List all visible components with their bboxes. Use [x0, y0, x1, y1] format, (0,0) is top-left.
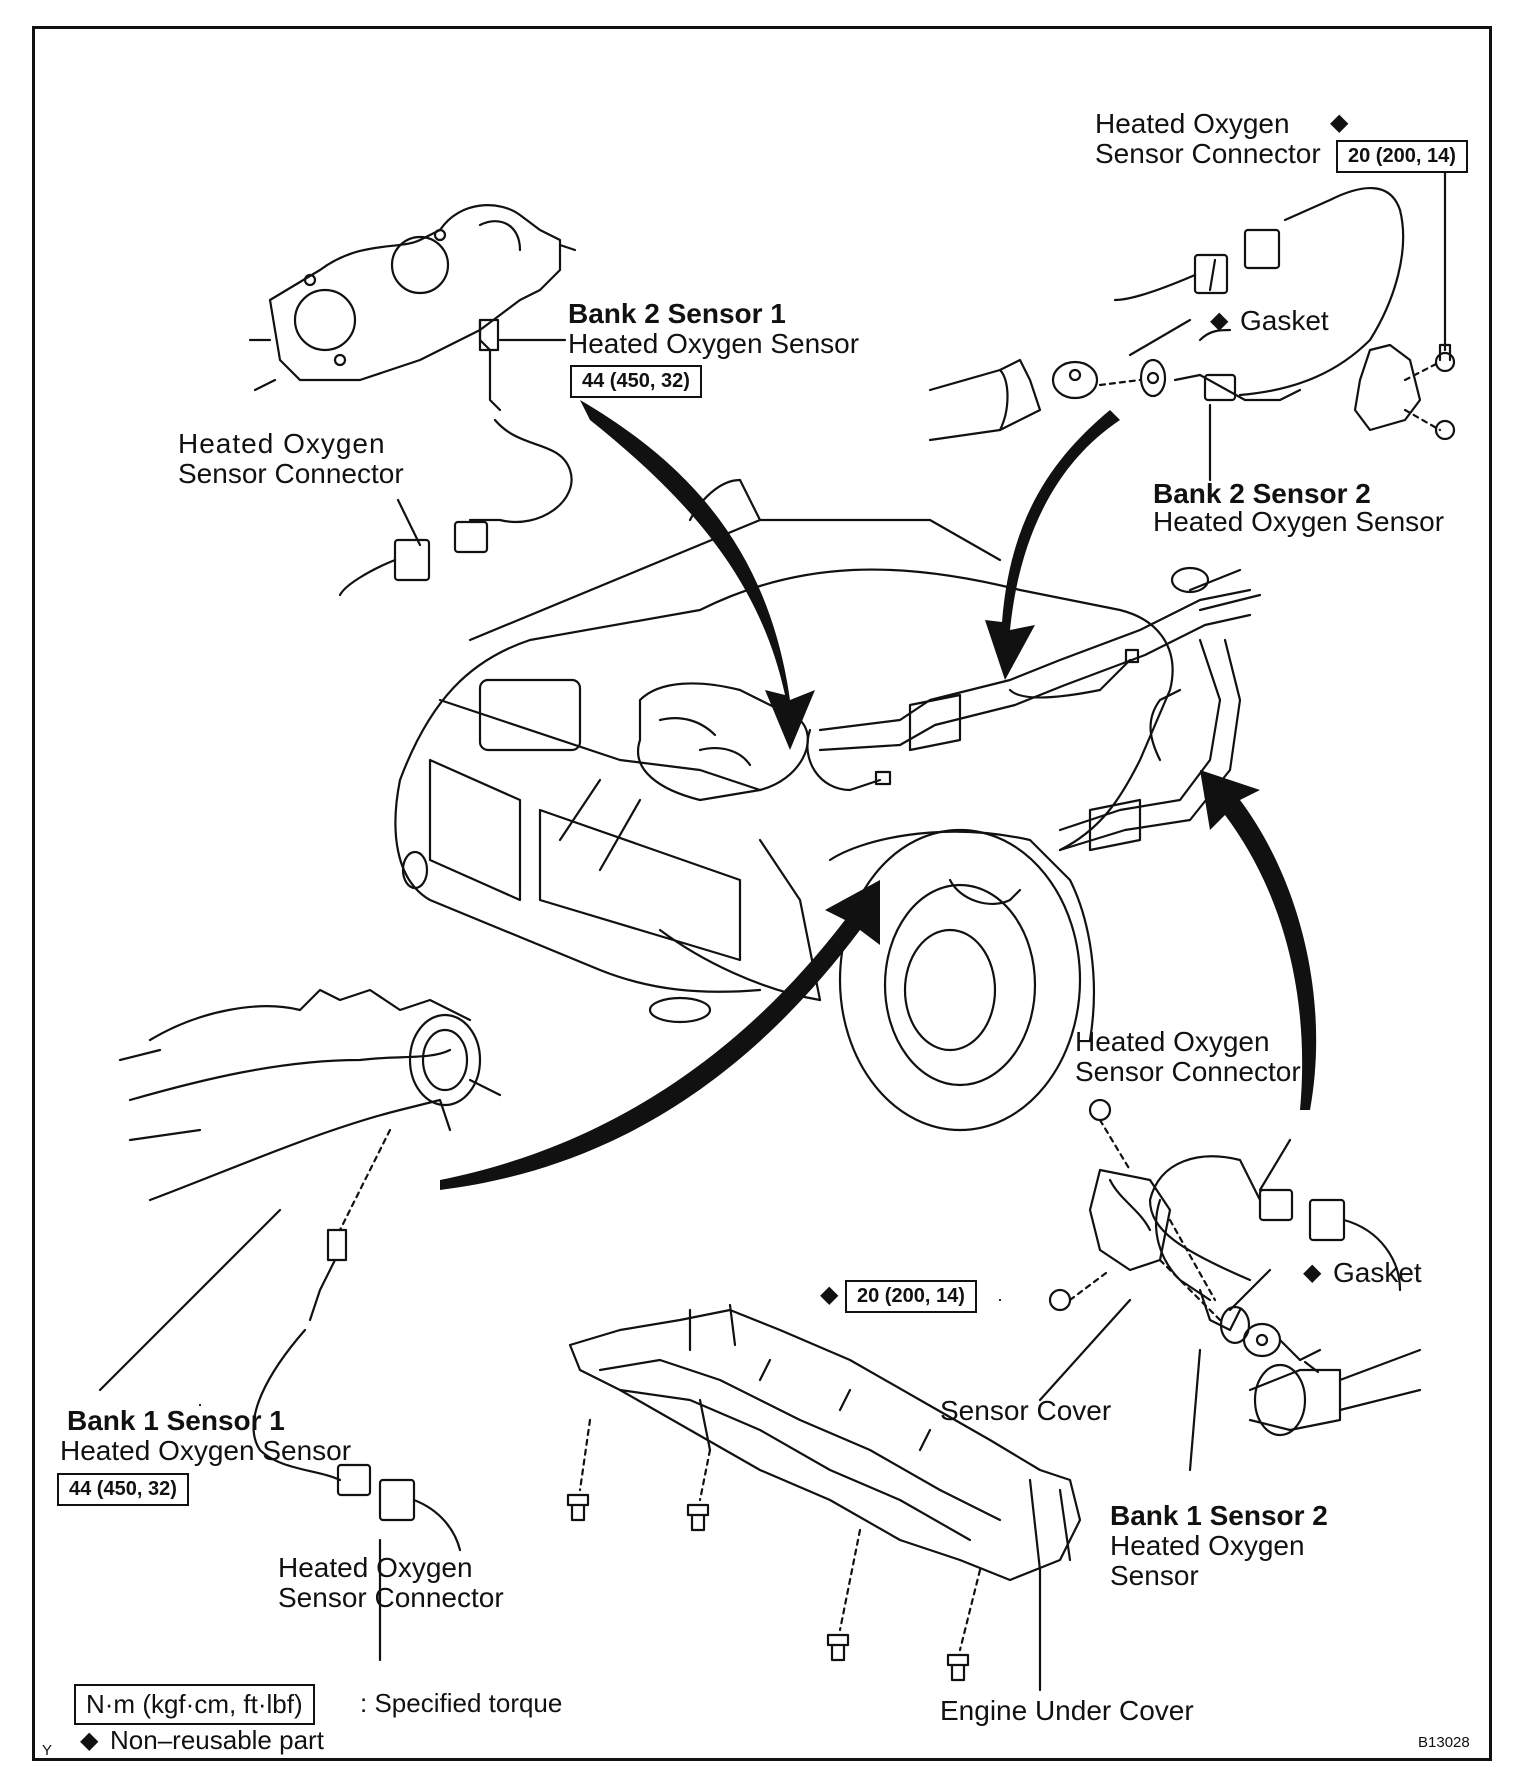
figure-id: B13028 — [1418, 1734, 1470, 1751]
mid-right-connector-line1: Heated Oxygen — [1075, 1026, 1270, 1057]
bottom-torque: 20 (200, 14) — [845, 1280, 977, 1313]
bank2-sensor2-name: Heated Oxygen Sensor — [1153, 506, 1445, 537]
bank2-sensor2-assembly — [928, 158, 1456, 482]
top-gasket-label: Gasket — [1240, 305, 1329, 336]
bank1-sensor2-name-line2: Sensor — [1110, 1560, 1199, 1591]
corner-mark: Y — [42, 1742, 53, 1759]
vehicle-outline — [394, 478, 1262, 1132]
bank1-sensor2-assembly — [1038, 1098, 1422, 1472]
bank2-sensor1-assembly — [248, 204, 577, 597]
bottom-connector-line2: Sensor Connector — [278, 1582, 504, 1613]
bank1-sensor1-torque: 44 (450, 32) — [57, 1473, 189, 1506]
nonreusable-diamond-icon: ◆ — [1210, 307, 1229, 334]
bank1-sensor2-name-line1: Heated Oxygen — [1110, 1530, 1305, 1561]
mid-right-connector-line2: Sensor Connector — [1075, 1056, 1301, 1087]
legend-torque-unit: N·m (kgf·cm, ft·lbf) — [74, 1684, 315, 1725]
engine-under-cover — [566, 1303, 1082, 1692]
bank2-sensor1-connector-line2: Sensor Connector — [178, 458, 404, 489]
nonreusable-diamond-icon: ◆ — [820, 1281, 839, 1308]
bank1-sensor2-title: Bank 1 Sensor 2 — [1110, 1500, 1328, 1531]
bank2-sensor1-torque: 44 (450, 32) — [570, 365, 702, 398]
sensor-cover-label: Sensor Cover — [940, 1395, 1112, 1426]
top-right-connector-line2: Sensor Connector — [1095, 138, 1321, 169]
leader-lines — [198, 1298, 1002, 1407]
top-right-connector-line1: Heated Oxygen — [1095, 108, 1290, 139]
bank2-sensor2-title: Bank 2 Sensor 2 — [1153, 478, 1371, 509]
bank2-sensor1-connector-line1: Heated Oxygen — [178, 428, 386, 459]
bank1-sensor1-name: Heated Oxygen Sensor — [60, 1435, 352, 1466]
bottom-gasket-label: Gasket — [1333, 1257, 1422, 1288]
engine-under-cover-label: Engine Under Cover — [940, 1695, 1194, 1726]
bottom-connector-line1: Heated Oxygen — [278, 1552, 473, 1583]
arrows — [440, 400, 1317, 1190]
legend-torque-desc: : Specified torque — [360, 1688, 563, 1718]
bank1-sensor1-title: Bank 1 Sensor 1 — [67, 1405, 285, 1436]
bank1-sensor1-assembly — [98, 988, 502, 1662]
top-right-torque: 20 (200, 14) — [1336, 140, 1468, 173]
nonreusable-diamond-icon: ◆ — [1303, 1259, 1322, 1286]
legend-diamond-icon: ◆ — [80, 1727, 99, 1754]
bank2-sensor1-title: Bank 2 Sensor 1 — [568, 298, 786, 329]
bank2-sensor1-name: Heated Oxygen Sensor — [568, 328, 860, 359]
legend-nonreusable-desc: Non–reusable part — [110, 1725, 324, 1755]
nonreusable-diamond-icon: ◆ — [1330, 109, 1349, 136]
diagram-frame — [32, 26, 1492, 1761]
